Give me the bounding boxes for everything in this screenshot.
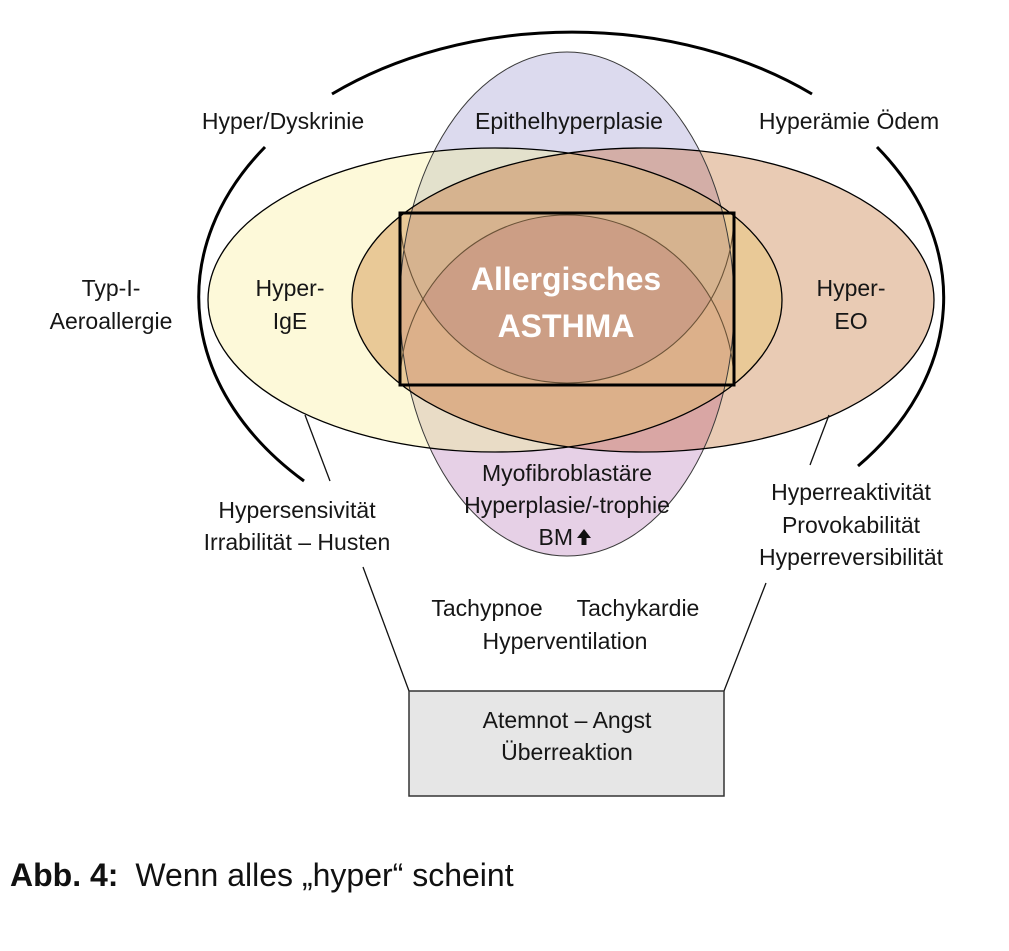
caption-label: Abb. 4: (10, 857, 118, 893)
label-ueberreaktion: Überreaktion (501, 739, 633, 765)
ellipse-hyper-ige-outline (207, 147, 783, 453)
caption-text: Wenn alles „hyper“ scheint (135, 857, 513, 893)
lens-arc-lower (400, 213, 734, 384)
label-hyperplasie-trophie: Hyperplasie/-trophie (464, 492, 670, 518)
connector-line-left-upper (304, 414, 331, 482)
label-irrabilitaet-husten: Irrabilität – Husten (204, 529, 391, 555)
outer-arc-right (857, 145, 946, 468)
connector-line-left-lower (362, 566, 410, 692)
label-atemnot-angst: Atemnot – Angst (483, 707, 652, 733)
connector-line-right-lower (723, 582, 767, 692)
label-hyper-dyskrinie: Hyper/Dyskrinie (202, 108, 364, 134)
label-typ-i-line2: Aeroallergie (50, 308, 173, 334)
figure-caption: Abb. 4: Wenn alles „hyper“ scheint (10, 857, 514, 893)
outer-arc-left (197, 145, 305, 483)
lens-arc-upper (400, 214, 734, 385)
label-hyper-ige-line2: IgE (273, 308, 308, 334)
label-allergisches: Allergisches (471, 261, 661, 297)
label-hyper-eo-line1: Hyper- (816, 275, 885, 301)
label-hyperaemie-oedem: Hyperämie Ödem (759, 108, 939, 134)
asthma-lens (400, 215, 734, 383)
label-bm: BM (539, 524, 574, 550)
label-hyperreaktivitaet: Hyperreaktivität (771, 479, 931, 505)
arrow-up-icon (577, 529, 591, 545)
label-provokabilitaet: Provokabilität (782, 512, 921, 538)
symptom-box (408, 690, 725, 797)
label-hyperreversibilitaet: Hyperreversibilität (759, 544, 944, 570)
asthma-frame (398, 211, 736, 387)
label-hypersensivitaet: Hypersensivität (218, 497, 376, 523)
outer-arc-top (331, 30, 813, 96)
label-hyperventilation: Hyperventilation (483, 628, 648, 654)
label-myofibroblastaere: Myofibroblastäre (482, 460, 652, 486)
label-typ-i-line1: Typ-I- (82, 275, 141, 301)
label-hyper-eo-line2: EO (834, 308, 867, 334)
label-asthma: ASTHMA (498, 308, 635, 344)
label-tachykardie: Tachykardie (577, 595, 700, 621)
ellipse-hyper-eo-outline (351, 147, 935, 453)
label-epithelhyperplasie: Epithelhyperplasie (475, 108, 663, 134)
connector-line-right-upper (809, 414, 830, 466)
label-hyper-ige-line1: Hyper- (255, 275, 324, 301)
label-tachypnoe: Tachypnoe (431, 595, 542, 621)
